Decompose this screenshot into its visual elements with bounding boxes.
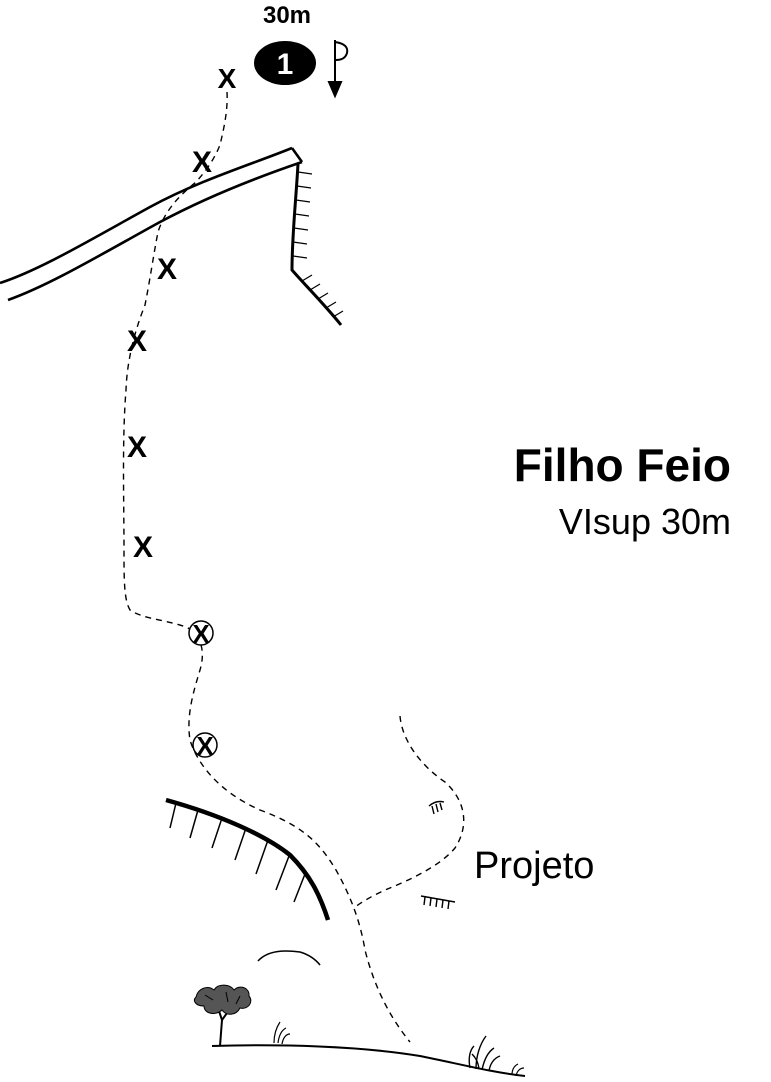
boulder-outline: [257, 950, 321, 966]
route-name: Filho Feio: [514, 439, 731, 491]
rappel-arrow-icon: [327, 40, 349, 99]
dihedral-edge: [290, 163, 344, 326]
grass-icon: [511, 1063, 525, 1077]
anchor-circle-icon: X: [188, 619, 214, 649]
route-grade-length: VIsup 30m: [559, 501, 731, 542]
route-line: [122, 91, 411, 1043]
pitch-number: 1: [277, 48, 294, 81]
ground-line: [211, 1044, 526, 1077]
pitch-number-badge: 1: [254, 41, 316, 85]
projeto-route-line: [353, 715, 465, 909]
roof-ledge: [0, 146, 304, 302]
small-ledge-mark: [420, 895, 456, 910]
tree-icon: [193, 984, 252, 1047]
bolt-x-2: X: [192, 146, 212, 179]
anchor-x-1: X: [192, 619, 210, 649]
pitch-length-label: 30m: [263, 2, 311, 29]
bolt-x-3: X: [157, 253, 177, 286]
projeto-label: Projeto: [474, 845, 594, 887]
lower-overhang: [165, 797, 331, 921]
small-roof-mark: [428, 800, 445, 815]
bolt-x-6: X: [133, 531, 153, 564]
bolt-x-4: X: [127, 325, 147, 358]
anchor-x-2: X: [196, 731, 214, 761]
bolt-x-top: X: [218, 63, 237, 94]
grass-icon: [273, 1021, 291, 1045]
bolt-x-5: X: [127, 431, 147, 464]
grass-icon: [468, 1035, 501, 1072]
anchor-circle-icon: X: [192, 731, 218, 761]
